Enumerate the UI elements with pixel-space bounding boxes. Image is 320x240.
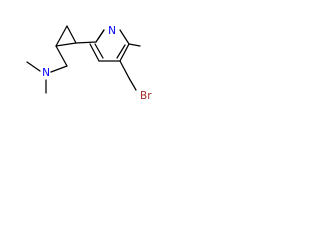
bond: [75, 41, 97, 44]
bond: [116, 44, 126, 59]
dimethylaminomethyl-group: [26, 45, 68, 94]
pyridine-ring: [75, 29, 141, 91]
cyclopropane-ring: [55, 25, 77, 47]
pyridine-nitrogen-label: N: [108, 25, 116, 37]
bond: [55, 45, 68, 67]
bond: [119, 29, 130, 45]
bond: [128, 77, 137, 91]
bond: [89, 43, 100, 62]
bond: [26, 61, 41, 72]
bond: [128, 43, 141, 47]
bond: [55, 42, 77, 47]
bond: [97, 29, 105, 40]
bond: [119, 60, 130, 79]
bond: [66, 25, 77, 44]
bromine-label: Br: [140, 90, 152, 102]
bond: [50, 65, 68, 73]
bond: [94, 43, 104, 59]
bond: [119, 43, 130, 62]
amine-nitrogen-label: N: [42, 67, 50, 79]
bond: [55, 25, 68, 47]
structure-diagram: N N Br: [26, 25, 152, 102]
